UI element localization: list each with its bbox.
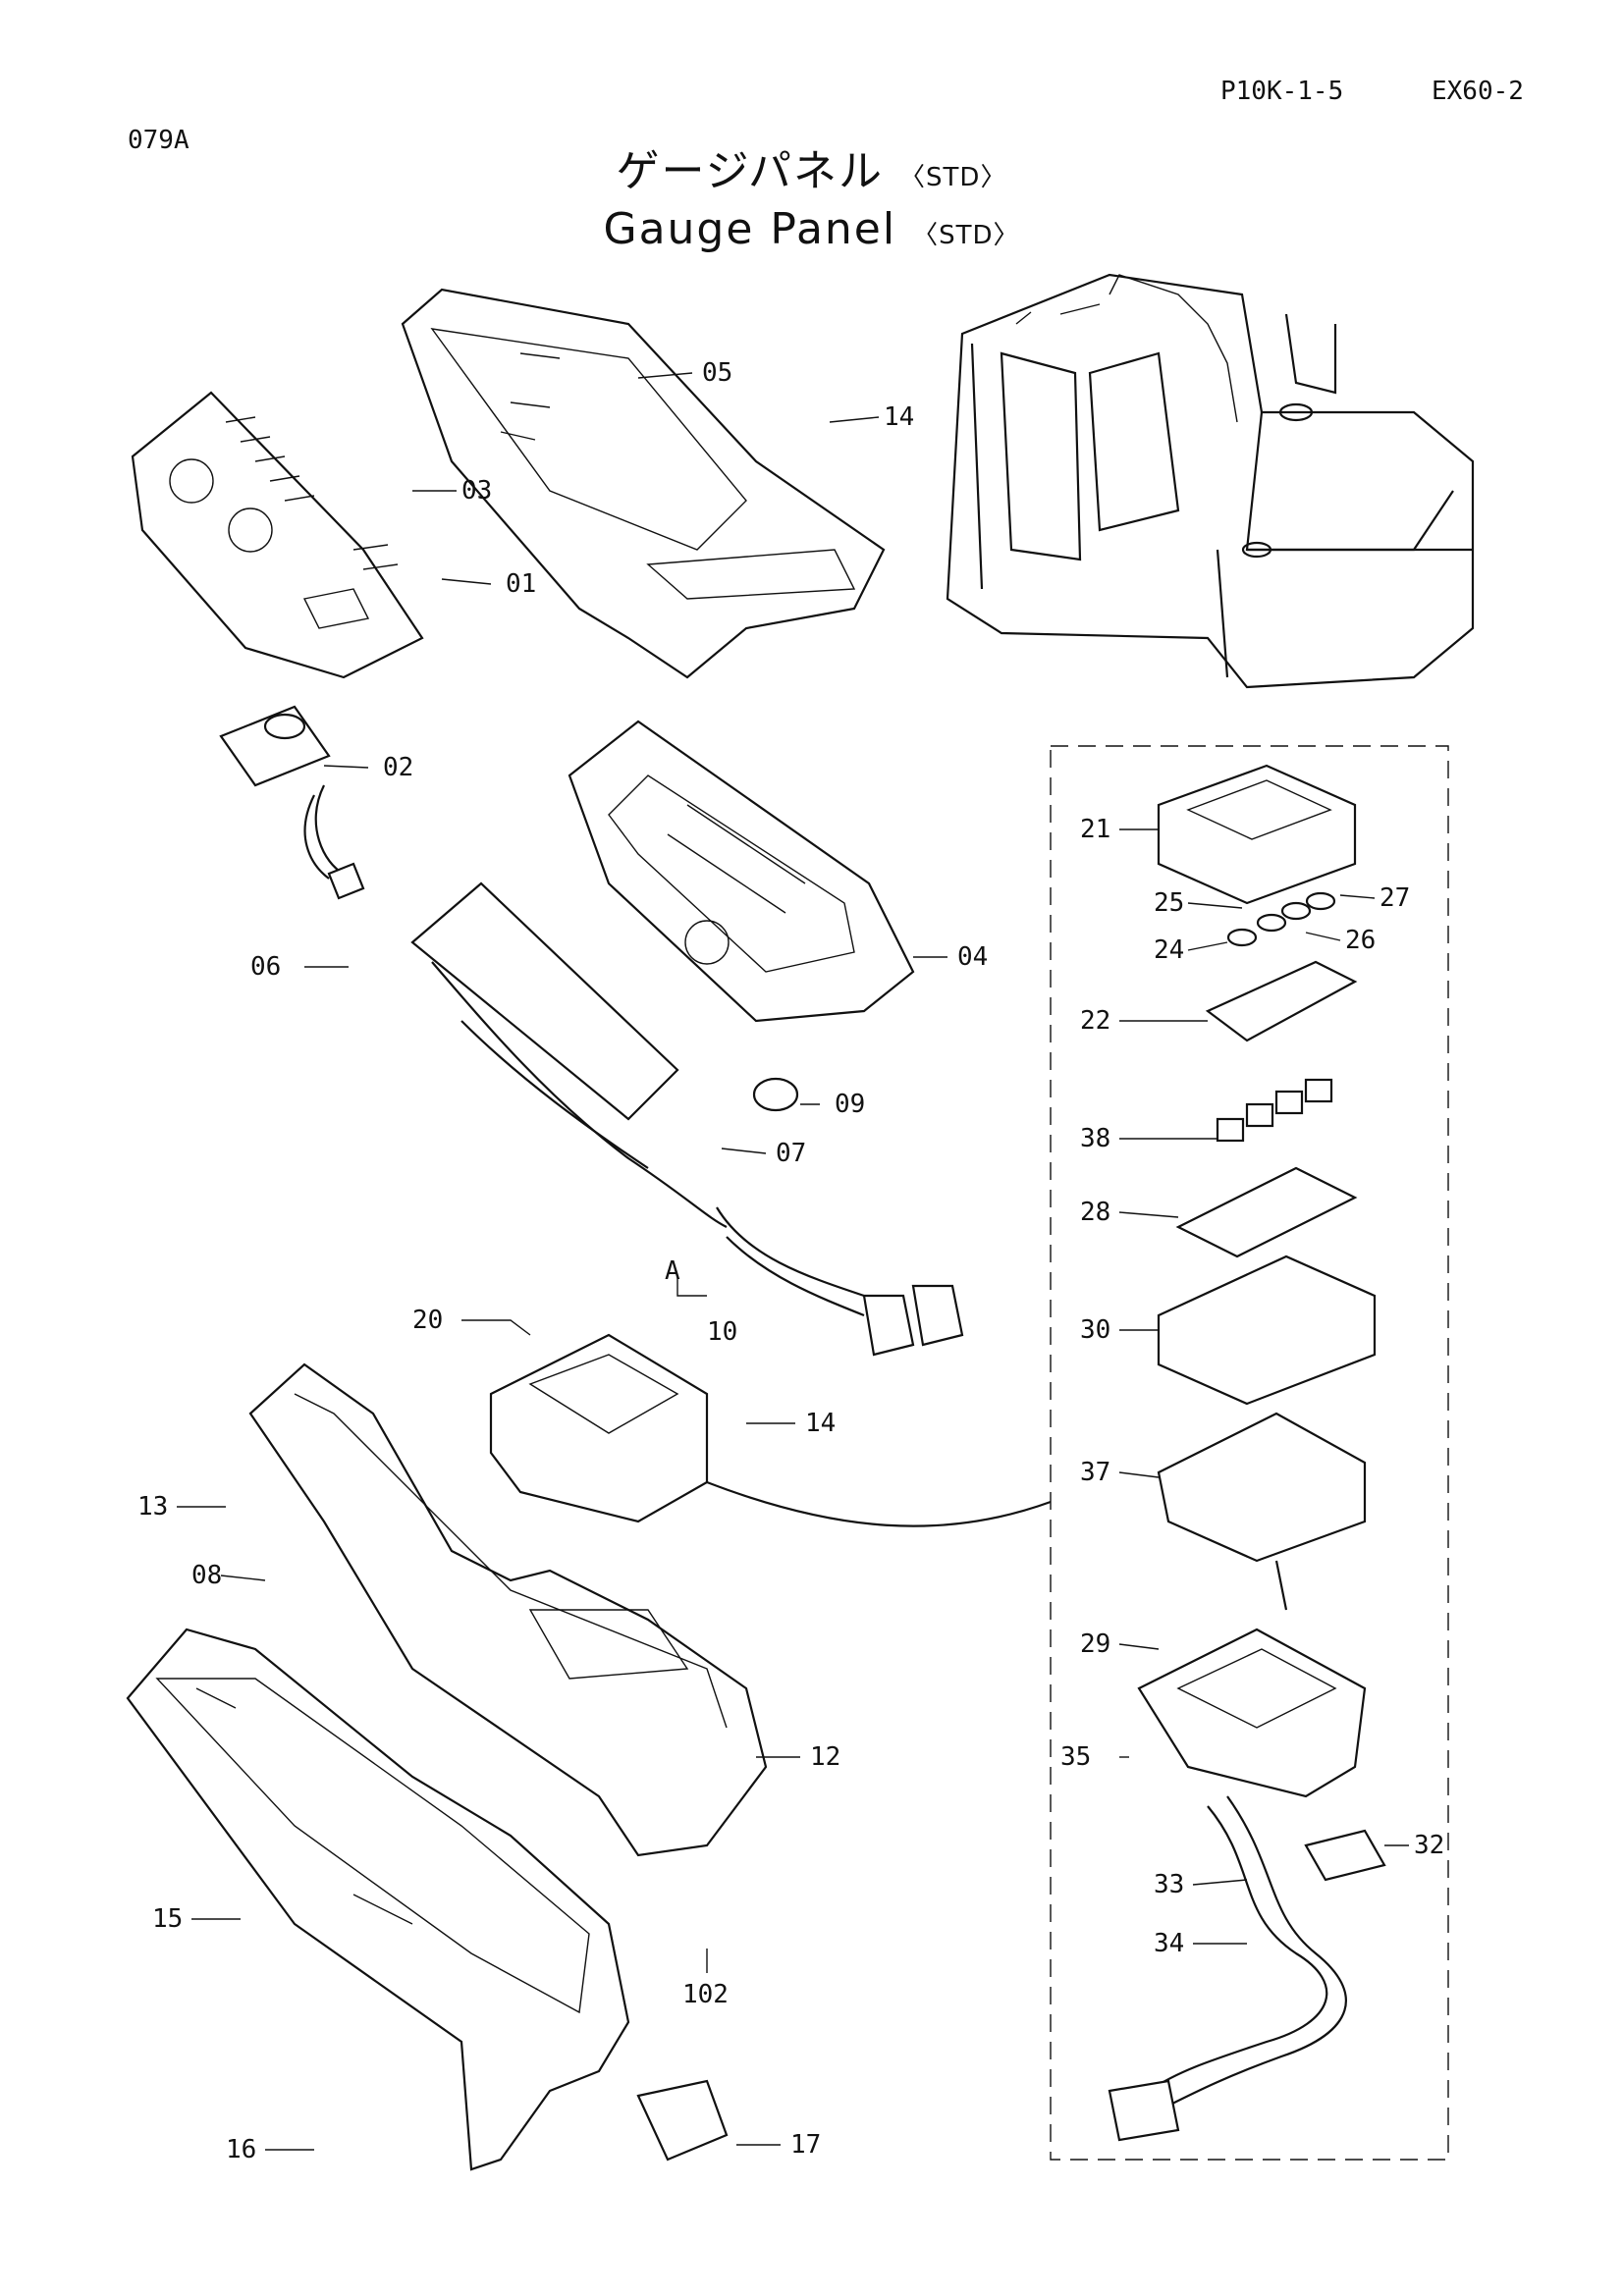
callout-102: 102	[682, 1980, 729, 2009]
callout-10: 10	[707, 1317, 737, 1347]
callout-03: 03	[461, 476, 492, 506]
gauge-panel-cover-01	[131, 391, 424, 679]
controller-20	[489, 1333, 1052, 1527]
callout-22: 22	[1080, 1006, 1110, 1036]
callout-07: 07	[776, 1139, 806, 1168]
excavator-overview-drawing	[946, 273, 1475, 689]
figure-id: 079A	[128, 126, 189, 155]
callout-14-mid: 14	[805, 1409, 836, 1438]
wiring-harness-10	[410, 881, 964, 1357]
callout-24: 24	[1154, 935, 1184, 965]
callout-09: 09	[835, 1090, 865, 1119]
title-english-variant: 〈STD〉	[912, 221, 1020, 250]
callout-37: 37	[1080, 1458, 1110, 1487]
callout-20: 20	[412, 1306, 443, 1335]
callout-27: 27	[1380, 883, 1410, 913]
callout-35: 35	[1060, 1742, 1091, 1772]
callout-30: 30	[1080, 1315, 1110, 1345]
title-english: Gauge Panel 〈STD〉	[0, 204, 1623, 254]
callout-29: 29	[1080, 1629, 1110, 1659]
callout-28: 28	[1080, 1198, 1110, 1227]
callout-14-top: 14	[884, 402, 914, 432]
callout-01: 01	[506, 569, 536, 599]
callout-04: 04	[957, 942, 988, 972]
title-japanese-text: ゲージパネル	[616, 146, 885, 196]
leader-lines	[177, 372, 1409, 2151]
controller-exploded-inset	[1050, 745, 1449, 2161]
callout-26: 26	[1345, 926, 1376, 955]
callout-38: 38	[1080, 1124, 1110, 1153]
callout-13: 13	[137, 1492, 168, 1522]
callout-16: 16	[226, 2135, 256, 2164]
callout-15: 15	[152, 1904, 183, 1934]
title-japanese-variant: 〈STD〉	[899, 163, 1007, 192]
callout-05: 05	[702, 358, 732, 388]
callout-21: 21	[1080, 815, 1110, 844]
callout-25: 25	[1154, 888, 1184, 918]
callout-32: 32	[1414, 1831, 1444, 1860]
gauge-housing-04	[568, 720, 915, 1112]
title-english-text: Gauge Panel	[603, 204, 897, 254]
model-code: EX60-2	[1432, 77, 1524, 106]
callout-17: 17	[790, 2130, 821, 2160]
cover-plate-17	[636, 2079, 729, 2162]
callout-34: 34	[1154, 1929, 1184, 1958]
switch-assembly-02	[219, 705, 365, 900]
callout-labels: 05 14 03 01 02 04 06 09 07 A 10 20 14 13…	[137, 358, 1444, 2164]
panel-glass-05	[401, 288, 886, 679]
callout-06: 06	[250, 952, 281, 982]
title-japanese: ゲージパネル 〈STD〉	[0, 135, 1623, 198]
bracket-12	[248, 1362, 768, 1857]
callout-33: 33	[1154, 1870, 1184, 1899]
lower-cover-15	[126, 1628, 630, 2171]
callout-08: 08	[191, 1561, 222, 1590]
callout-02: 02	[383, 753, 413, 782]
page-code: P10K-1-5	[1220, 77, 1344, 106]
callout-a: A	[665, 1256, 680, 1286]
callout-12: 12	[810, 1742, 840, 1772]
